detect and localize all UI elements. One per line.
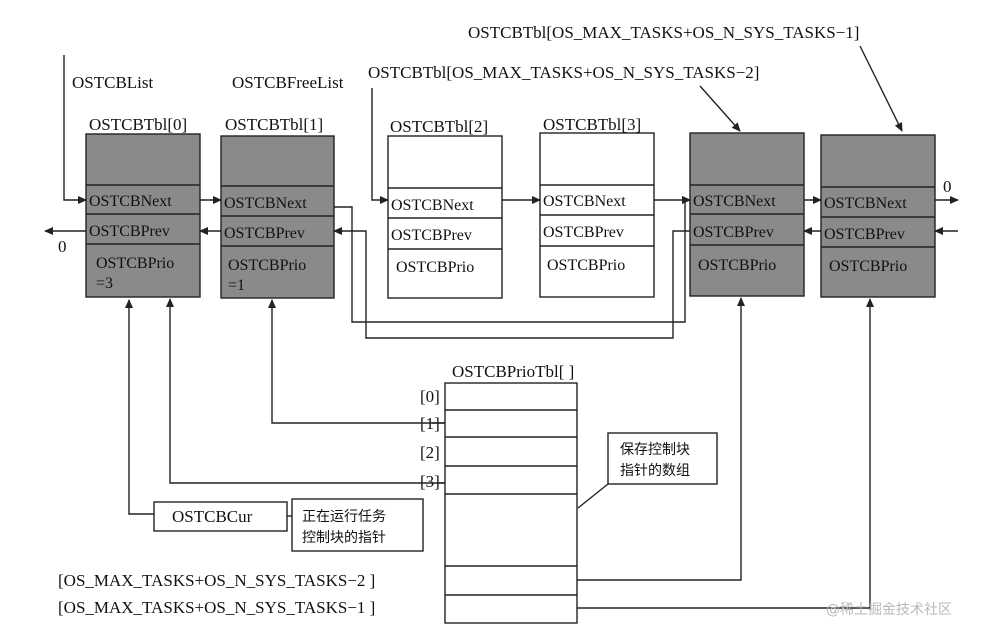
prio-1-to-tcb1-arrow — [268, 299, 445, 424]
prev-null-label: 0 — [58, 237, 67, 256]
prev-arrow-second-last-1 — [333, 227, 690, 339]
tcb-cur-box — [153, 501, 288, 532]
tcb-title: OSTCBTbl[3] — [543, 115, 641, 134]
prio-3-to-tcb0-arrow — [166, 298, 445, 484]
prio-last-arrow — [577, 298, 874, 609]
second-last-label-arrow — [699, 85, 741, 132]
cur-callout-line2: 控制块的指针 — [302, 530, 386, 546]
tcb-prev-field: OSTCBPrev — [224, 225, 305, 242]
tcb-block-0: OSTCBTbl[0] OSTCBNext OSTCBPrev OSTCBPri… — [85, 115, 201, 298]
watermark: @稀土掘金技术社区 — [826, 602, 952, 618]
tcb-block-last: OSTCBNext OSTCBPrev OSTCBPrio — [820, 134, 936, 298]
tcb-prio-field: OSTCBPrio — [547, 257, 625, 274]
tcb-next-field: OSTCBNext — [224, 195, 307, 212]
tcb-prio-value: =1 — [228, 277, 245, 294]
tcb-next-field: OSTCBNext — [89, 193, 172, 210]
prio-table-title: OSTCBPrioTbl[ ] — [452, 362, 574, 381]
tcb-prio-value: =3 — [96, 275, 113, 292]
array-callout-box — [607, 432, 718, 485]
tcb-list-pointer-arrow — [63, 55, 87, 204]
tbl-last-label: OSTCBTbl[OS_MAX_TASKS+OS_N_SYS_TASKS−1] — [468, 23, 859, 42]
prio-index-2: [2] — [420, 443, 440, 462]
tcb-next-field: OSTCBNext — [391, 197, 474, 214]
free-list-pointer-arrow — [371, 88, 389, 204]
tcb-cur-label: OSTCBCur — [172, 507, 253, 526]
tbl-second-last-label: OSTCBTbl[OS_MAX_TASKS+OS_N_SYS_TASKS−2] — [368, 63, 759, 82]
prio-index-last: [OS_MAX_TASKS+OS_N_SYS_TASKS−1 ] — [58, 598, 375, 617]
array-callout-line2: 指针的数组 — [620, 463, 690, 479]
tcb-cur-arrow — [125, 299, 154, 515]
tcb-block-1: OSTCBTbl[1] OSTCBNext OSTCBPrev OSTCBPri… — [220, 115, 335, 299]
tcb-title: OSTCBTbl[1] — [225, 115, 323, 134]
tcb-prev-field: OSTCBPrev — [89, 223, 170, 240]
tcb-block-3: OSTCBTbl[3] OSTCBNext OSTCBPrev OSTCBPri… — [539, 115, 655, 298]
tcb-title: OSTCBTbl[2] — [390, 117, 488, 136]
array-callout-line1: 保存控制块 — [620, 442, 690, 458]
tcb-prio-field: OSTCBPrio — [96, 255, 174, 272]
tcb-prev-field: OSTCBPrev — [543, 224, 624, 241]
tcb-box — [820, 134, 936, 298]
tcb-free-list-label: OSTCBFreeList — [232, 73, 344, 92]
tcb-next-field: OSTCBNext — [693, 193, 776, 210]
tcb-block-second-last: OSTCBNext OSTCBPrev OSTCBPrio — [689, 132, 805, 297]
tcb-prev-field: OSTCBPrev — [693, 224, 774, 241]
tcb-prio-field: OSTCBPrio — [698, 257, 776, 274]
last-label-arrow — [859, 45, 903, 132]
next-null-label: 0 — [943, 177, 952, 196]
array-callout-leader — [577, 483, 609, 509]
tcb-prev-field: OSTCBPrev — [391, 227, 472, 244]
tcb-block-2: OSTCBTbl[2] OSTCBNext OSTCBPrev OSTCBPri… — [387, 117, 503, 299]
tcb-list-label: OSTCBList — [72, 73, 154, 92]
cur-callout-line1: 正在运行任务 — [302, 509, 386, 525]
prio-index-3: [3] — [420, 472, 440, 491]
tcb-next-field: OSTCBNext — [824, 195, 907, 212]
tcb-next-field: OSTCBNext — [543, 193, 626, 210]
tcb-prio-field: OSTCBPrio — [829, 258, 907, 275]
tcb-title: OSTCBTbl[0] — [89, 115, 187, 134]
prio-index-second-last: [OS_MAX_TASKS+OS_N_SYS_TASKS−2 ] — [58, 571, 375, 590]
tcb-prev-field: OSTCBPrev — [824, 226, 905, 243]
tcb-box — [85, 133, 201, 298]
prio-table — [444, 382, 578, 624]
tcb-prio-field: OSTCBPrio — [228, 257, 306, 274]
prio-second-last-arrow — [577, 297, 745, 581]
tcb-box — [220, 135, 335, 299]
tcb-box — [387, 135, 503, 299]
cur-callout-box — [291, 498, 424, 552]
prio-index-0: [0] — [420, 387, 440, 406]
tcb-prio-field: OSTCBPrio — [396, 259, 474, 276]
